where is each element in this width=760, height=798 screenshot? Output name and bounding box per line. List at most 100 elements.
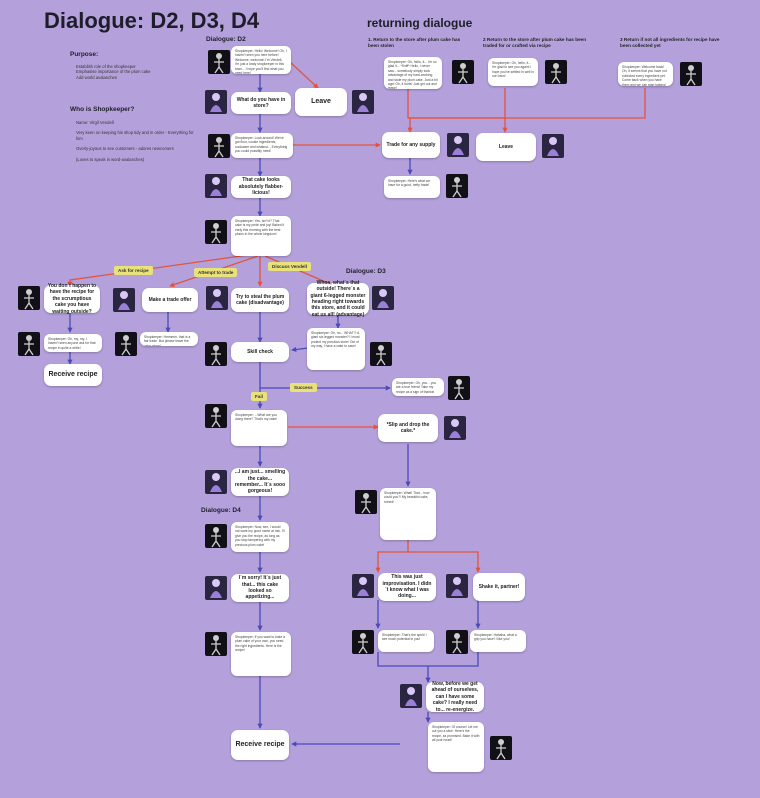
- shopkeeper-portrait: [18, 332, 40, 356]
- arrow-merge: [377, 652, 479, 682]
- who-heading: Who is Shopkeeper?: [70, 106, 135, 113]
- who-item: Name: Virgil Vendell: [76, 120, 114, 125]
- player-portrait: [447, 133, 469, 157]
- dialogue-offer-no: Shopkeeper: Hmmmm, that is a fair trade.…: [140, 332, 198, 346]
- shopkeeper-portrait: [208, 134, 230, 158]
- choice-improvisation[interactable]: This was just improvisation. I didn´t kn…: [378, 573, 436, 601]
- choice-hmm-sorry[interactable]: I´m sorry! It´s just that... this cake l…: [231, 574, 289, 602]
- player-portrait: [400, 684, 422, 708]
- arrow-line-to-branch: [375, 540, 409, 573]
- returning-title: returning dialogue: [367, 16, 473, 30]
- choice-trade-supply[interactable]: Trade for any supply: [382, 132, 440, 158]
- dialogue-fail: Shopkeeper: ...What are you doing there?…: [231, 410, 287, 446]
- shopkeeper-portrait: [205, 220, 227, 244]
- label-discuss-vendell: Discuss Vendell: [268, 262, 311, 271]
- dialogue-greet: Shopkeeper: Hello! Welcome! Oh, I haven'…: [231, 46, 291, 74]
- label-ask-recipe: Ask for recipe: [114, 266, 153, 275]
- section-d2: Dialogue: D2: [206, 36, 246, 43]
- purpose-item: Add world avalanches: [76, 74, 117, 80]
- choice-you-dont[interactable]: You don´t happen to have the recipe for …: [44, 283, 100, 315]
- returning-line-3: Shopkeeper: Welcome back! Oh, it seems t…: [618, 62, 673, 86]
- skill-check: Skill check: [231, 342, 289, 362]
- dialogue-cake-talk: Shopkeeper: Yes, isn't it? That cake is …: [231, 216, 291, 256]
- shopkeeper-portrait: [370, 342, 392, 366]
- who-item: Very keen on keeping his shop tidy and i…: [76, 130, 194, 141]
- purpose-item: Emphasise importance of the plum cake: [76, 69, 151, 75]
- arrow-monster-to-skill: [291, 346, 309, 353]
- dialogue-shake: Shopkeeper: Hahaha, what a grip you have…: [470, 630, 526, 652]
- arrow-ret-to-trade: [407, 117, 505, 133]
- page-title: Dialogue: D2, D3, D4: [44, 8, 260, 33]
- arrow-greet-to-leave: [289, 61, 319, 89]
- dialogue-recipe-no: Shopkeeper: Oh, my, my, I haven't seen a…: [44, 334, 102, 352]
- player-portrait: [372, 286, 394, 310]
- choice-leave-2[interactable]: Leave: [476, 133, 536, 161]
- shopkeeper-portrait: [352, 630, 374, 654]
- returning-line-2: Shopkeeper: Oh, hello, it... I'm glad to…: [488, 58, 538, 86]
- shopkeeper-portrait: [448, 376, 470, 400]
- player-portrait: [205, 576, 227, 600]
- choice-cake-fab[interactable]: That cake looks absolutely flabber-licio…: [231, 176, 291, 198]
- player-portrait: [206, 286, 228, 310]
- shopkeeper-portrait: [18, 286, 40, 310]
- player-portrait: [205, 90, 227, 114]
- player-portrait: [205, 470, 227, 494]
- shopkeeper-portrait: [452, 60, 474, 84]
- returning-header-1: 1. Return to the store after plum cake h…: [368, 37, 461, 48]
- returning-line-1: Shopkeeper: Oh, hello, it... I'm so glad…: [384, 57, 442, 89]
- dialogue-recipe-line: Shopkeeper: If you want to bake a plum c…: [231, 632, 291, 676]
- label-attempt-trade: Attempt to trade: [194, 268, 238, 277]
- choice-trade-offer[interactable]: Make a trade offer: [142, 288, 198, 312]
- shopkeeper-portrait: [205, 632, 227, 656]
- dialogue-slip: Shopkeeper: What! That... how could you?…: [380, 488, 436, 540]
- player-portrait: [205, 174, 227, 198]
- arrow-ret3-down: [505, 88, 646, 119]
- player-portrait: [446, 574, 468, 598]
- player-portrait: [542, 134, 564, 158]
- choice-what-store[interactable]: What do you have in store?: [231, 92, 291, 114]
- choice-shake[interactable]: Shake it, partner!: [473, 573, 525, 601]
- choice-leave[interactable]: Leave: [295, 88, 347, 116]
- player-portrait: [113, 288, 135, 312]
- choice-slip-drop[interactable]: *Slip and drop the cake.*: [378, 414, 438, 442]
- dialogue-monster: Shopkeeper: Oh, no... WHAT?! A giant six…: [307, 328, 365, 370]
- player-portrait: [352, 90, 374, 114]
- choice-whoa[interactable]: Whoa, what´s that outside! There´s a gia…: [307, 280, 369, 318]
- returning-header-3: 3 Return if not all ingredients for reci…: [620, 37, 720, 48]
- shopkeeper-portrait: [545, 60, 567, 84]
- shopkeeper-portrait: [446, 630, 468, 654]
- choice-now-before[interactable]: Now, before we get ahead of ourselves, c…: [426, 681, 484, 713]
- arrow-talk-to-ask: [67, 253, 256, 287]
- dialogue-final: Shopkeeper: Of course! Let me cut you a …: [428, 722, 484, 772]
- dialogue-sorry: Shopkeeper: Now, see, I would not want m…: [231, 522, 289, 552]
- shopkeeper-portrait: [115, 332, 137, 356]
- who-item: Overly-joyous to see customers - adores …: [76, 146, 174, 152]
- label-success: Success: [290, 383, 317, 392]
- choice-smell[interactable]: ...I am just... smelling the cake... rem…: [231, 468, 289, 496]
- purpose-item: Establish role of the shopkeeper: [76, 64, 136, 69]
- shopkeeper-portrait: [205, 524, 227, 548]
- shopkeeper-portrait: [355, 490, 377, 514]
- purpose-list: Establish role of the shopkeeper Emphasi…: [76, 64, 150, 80]
- arrow-line-to-shake: [408, 551, 481, 573]
- section-d3: Dialogue: D3: [346, 268, 386, 275]
- dialogue-success: Shopkeeper: Oh, you... you are a true fr…: [392, 378, 444, 396]
- purpose-heading: Purpose:: [70, 51, 99, 58]
- dialogue-improv: Shopkeeper: That's the spirit! I see muc…: [378, 630, 434, 652]
- shopkeeper-portrait: [446, 174, 468, 198]
- shopkeeper-portrait: [208, 50, 230, 74]
- player-portrait: [352, 574, 374, 598]
- player-portrait: [444, 416, 466, 440]
- choice-steal[interactable]: Try to steal the plum cake (disadvantage…: [231, 288, 289, 312]
- shopkeeper-portrait: [680, 62, 702, 86]
- recipe-result-1: Receive recipe: [44, 364, 102, 386]
- recipe-result-final: Receive recipe: [231, 730, 289, 760]
- dialogue-trade-ok: Shopkeeper: Here's what we have for a go…: [384, 176, 440, 198]
- who-item: (Loves to speak in word-avalanches): [76, 156, 145, 162]
- shopkeeper-portrait: [205, 404, 227, 428]
- label-fail: Fail: [251, 392, 267, 401]
- section-d4: Dialogue: D4: [201, 507, 241, 514]
- who-list: Name: Virgil Vendell Very keen on keepin…: [76, 120, 201, 162]
- shopkeeper-portrait: [490, 736, 512, 760]
- returning-header-2: 2 Return to the store after plum cake ha…: [483, 37, 587, 48]
